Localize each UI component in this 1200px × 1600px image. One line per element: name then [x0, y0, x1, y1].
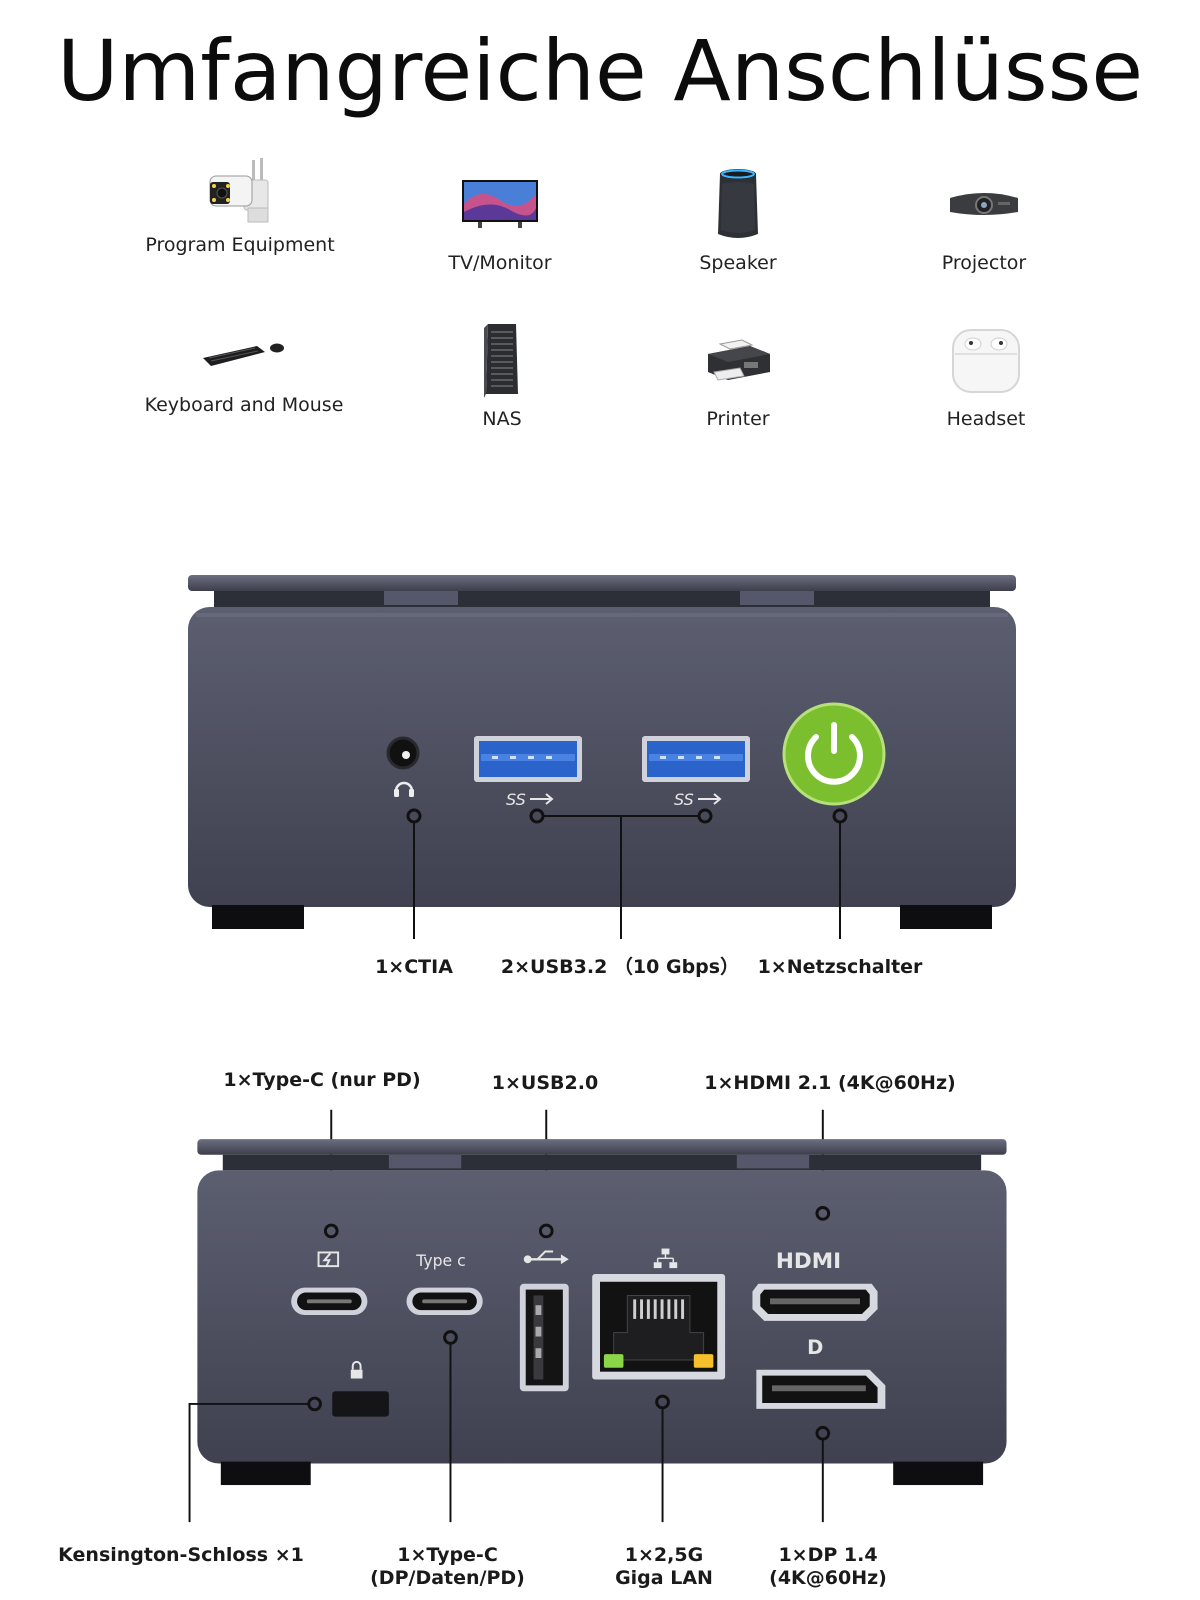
mini-pc-front: SS SS	[188, 575, 1016, 939]
network-icon	[653, 1248, 678, 1269]
device-label: Projector	[941, 252, 1027, 274]
displayport-logo: D	[807, 1336, 823, 1359]
mini-pc-rear: Type c HDMI	[188, 1109, 1007, 1523]
power-switch-label: 1×Netzschalter	[757, 956, 923, 978]
lan-led-yellow	[693, 1354, 714, 1368]
lan-label-line2: Giga LAN	[615, 1567, 713, 1589]
power-button[interactable]	[782, 702, 886, 806]
device-printer: Printer	[638, 318, 838, 430]
device-label: TV/Monitor	[448, 252, 552, 274]
security-camera-icon	[190, 150, 290, 234]
usb-ss-logo-2: SS	[674, 790, 694, 809]
lan-led-green	[603, 1354, 624, 1368]
projector-icon	[934, 162, 1034, 246]
displayport-port	[756, 1369, 886, 1409]
hdmi-port	[752, 1283, 878, 1321]
keyboard-mouse-icon	[194, 310, 294, 394]
device-label: Printer	[706, 408, 770, 430]
usb-symbol-icon	[523, 1250, 569, 1265]
hdmi-label: 1×HDMI 2.1 (4K@60Hz)	[704, 1072, 956, 1094]
nas-server-icon	[452, 318, 552, 402]
device-label: Program Equipment	[145, 234, 335, 256]
headphone-icon	[394, 781, 414, 797]
ethernet-port	[592, 1273, 726, 1380]
device-label: Keyboard and Mouse	[144, 394, 344, 416]
device-headset: Headset	[886, 318, 1086, 430]
device-label: Speaker	[699, 252, 777, 274]
dp-label: 1×DP 1.4 (4K@60Hz)	[760, 1544, 896, 1590]
lock-icon	[350, 1360, 363, 1379]
kensington-slot	[332, 1391, 389, 1417]
typec-pd-port	[291, 1287, 368, 1315]
dp-label-line1: 1×DP 1.4	[778, 1544, 878, 1566]
usb-ss-logo-1: SS	[506, 790, 526, 809]
typec-dp-label-line1: 1×Type-C	[397, 1544, 498, 1566]
device-label: NAS	[482, 408, 522, 430]
device-tv-monitor: TV/Monitor	[400, 162, 600, 274]
typec-pd-label: 1×Type-C (nur PD)	[223, 1069, 421, 1091]
usb3-port-1	[474, 736, 582, 782]
dp-label-line2: (4K@60Hz)	[769, 1567, 887, 1589]
lan-label: 1×2,5G Giga LAN	[594, 1544, 734, 1590]
typec-dp-port	[406, 1287, 483, 1315]
ctia-label: 1×CTIA	[375, 956, 453, 978]
usb2-port	[519, 1283, 569, 1392]
smart-speaker-icon	[688, 162, 788, 246]
usb3-port-2	[642, 736, 750, 782]
printer-icon	[688, 318, 788, 402]
device-speaker: Speaker	[638, 162, 838, 274]
usb32-label: 2×USB3.2 （10 Gbps）	[500, 956, 740, 978]
device-projector: Projector	[884, 162, 1084, 274]
monitor-icon	[450, 162, 550, 246]
typec-dp-label-line2: (DP/Daten/PD)	[370, 1567, 525, 1589]
device-keyboard-mouse: Keyboard and Mouse	[144, 310, 344, 416]
usb-symbol-icon	[698, 793, 722, 805]
lan-label-line1: 1×2,5G	[624, 1544, 704, 1566]
page-title: Umfangreiche Anschlüsse	[56, 22, 1144, 120]
power-delivery-icon	[317, 1251, 340, 1268]
device-program-equipment: Program Equipment	[140, 150, 340, 256]
device-nas: NAS	[402, 318, 602, 430]
earbuds-icon	[936, 318, 1036, 402]
typec-dp-label: 1×Type-C (DP/Daten/PD)	[360, 1544, 535, 1590]
usb20-label: 1×USB2.0	[491, 1072, 599, 1094]
hdmi-logo: HDMI	[776, 1249, 841, 1274]
device-label: Headset	[946, 408, 1026, 430]
audio-jack-port	[386, 736, 420, 770]
usb-symbol-icon	[530, 793, 554, 805]
kensington-label: Kensington-Schloss ×1	[58, 1544, 304, 1566]
typec-port-text: Type c	[415, 1251, 465, 1270]
